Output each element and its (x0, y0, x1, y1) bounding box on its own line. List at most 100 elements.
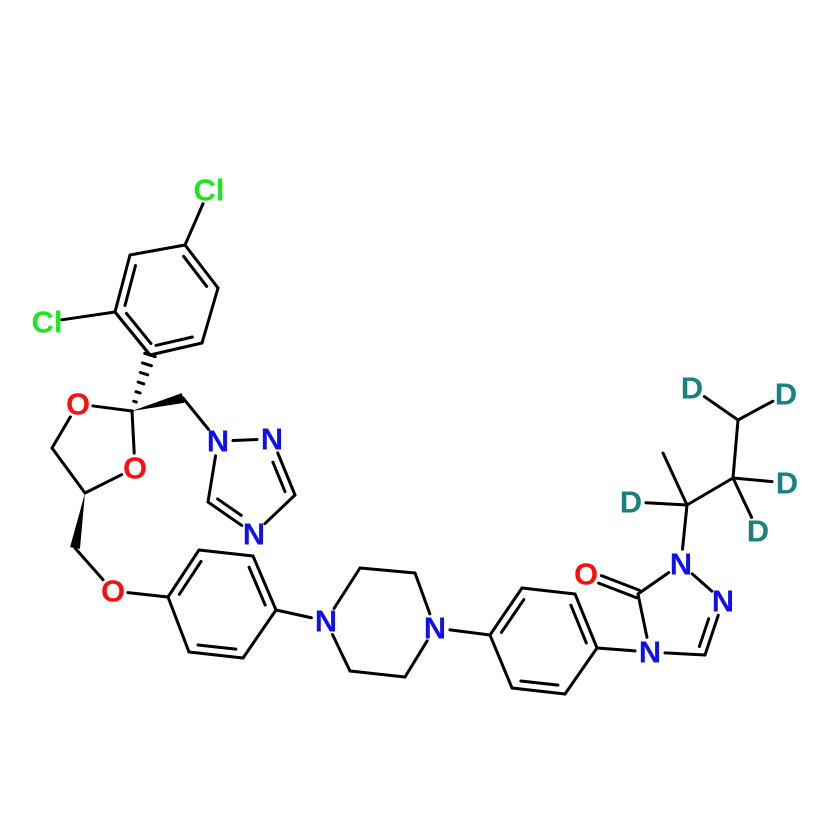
single-bond (448, 628, 492, 637)
single-bond (50, 446, 87, 495)
atom-n-triazolone-1: N (670, 547, 692, 582)
single-bond (731, 476, 754, 519)
wedge-bond (70, 493, 85, 549)
single-bond (251, 554, 278, 612)
double-bond-inner (569, 603, 588, 645)
single-bond (276, 451, 297, 497)
single-bond (636, 592, 649, 639)
single-bond (263, 493, 297, 526)
double-bond-inner (216, 497, 243, 517)
double-bond-inner (177, 559, 203, 596)
atom-deuterium-5: D (747, 514, 769, 549)
atom-o-dioxolane-2: O (123, 451, 147, 486)
single-bond (83, 473, 124, 495)
double-bond-inner (271, 460, 287, 494)
single-bond (736, 399, 775, 422)
single-bond (403, 639, 429, 679)
single-bond (187, 650, 245, 660)
single-bond (197, 548, 255, 558)
single-bond (685, 476, 735, 507)
single-bond (183, 202, 205, 247)
atom-deuterium-4: D (776, 466, 798, 501)
hash-bond-segment (143, 351, 157, 359)
atom-cl-top: Cl (194, 173, 225, 208)
single-bond (128, 243, 187, 257)
single-bond (330, 633, 352, 673)
single-bond (50, 415, 72, 450)
double-bond-inner (697, 617, 711, 649)
single-bond (113, 310, 152, 357)
single-bond (130, 409, 136, 455)
double-bond-inner (519, 679, 560, 687)
atom-deuterium-1: D (681, 371, 703, 406)
hash-bond-segment (138, 370, 150, 377)
single-bond (413, 571, 432, 616)
bonds (50, 202, 775, 696)
double-bond-inner (182, 254, 209, 288)
single-bond (731, 476, 774, 484)
single-bond (91, 404, 134, 413)
single-bond (520, 586, 577, 596)
single-bond (231, 438, 259, 442)
wedge-bond (132, 393, 185, 411)
atom-n-piperazine-4: N (424, 611, 446, 646)
single-bond (113, 253, 132, 314)
single-bond (166, 595, 191, 654)
atom-deuterium-2: D (775, 377, 797, 412)
atom-n-triazolone-2: N (712, 584, 734, 619)
single-bond (681, 503, 689, 551)
double-bond (597, 581, 639, 600)
single-bond (206, 454, 218, 504)
single-bond (488, 633, 514, 690)
atom-n-piperazine-1: N (315, 604, 337, 639)
single-bond (636, 571, 671, 596)
single-bond (274, 608, 313, 620)
atom-labels: Cl Cl O O N N N O N N O N N N D D D D D (32, 173, 799, 670)
atom-cl-left: Cl (32, 305, 63, 340)
atom-deuterium-3: D (620, 485, 642, 520)
single-bond (148, 341, 204, 357)
single-bond (73, 546, 105, 582)
single-bond (241, 608, 278, 660)
single-bond (126, 591, 170, 599)
atom-o-carbonyl: O (574, 557, 598, 592)
single-bond (690, 572, 714, 593)
single-bond (595, 646, 637, 653)
double-bond-inner (247, 565, 267, 607)
double-bond (599, 574, 641, 592)
atom-n-triazole-1: N (207, 424, 229, 459)
single-bond (663, 651, 707, 657)
single-bond (181, 396, 211, 431)
single-bond (206, 500, 244, 527)
atom-n-triazolone-4: N (639, 635, 661, 670)
single-bond (731, 418, 740, 480)
single-bond (200, 286, 220, 345)
double-bond-inner (154, 335, 194, 347)
single-bond (166, 548, 201, 599)
hash-bond-segment (132, 399, 138, 404)
double-bond-inner (196, 643, 238, 651)
single-bond (510, 686, 567, 696)
single-bond (183, 243, 220, 290)
single-bond (488, 586, 524, 637)
atom-o-dioxolane-1: O (66, 387, 90, 422)
atom-n-triazole-4: N (243, 517, 265, 552)
atom-n-triazole-2: N (261, 422, 283, 457)
hash-bond-segment (136, 380, 146, 386)
double-bond-inner (499, 598, 526, 634)
single-bond (573, 592, 599, 650)
single-bond (332, 566, 362, 610)
single-bond (563, 646, 599, 696)
single-bond (60, 310, 117, 322)
single-bond (702, 395, 740, 422)
hash-bond-segment (141, 361, 153, 368)
single-bond (644, 501, 689, 507)
hash-bond-segment (134, 390, 142, 395)
single-bond (358, 566, 417, 575)
single-bond (661, 451, 689, 507)
double-bond-inner (124, 311, 153, 345)
single-bond (348, 669, 407, 679)
double-bond-inner (123, 264, 137, 307)
